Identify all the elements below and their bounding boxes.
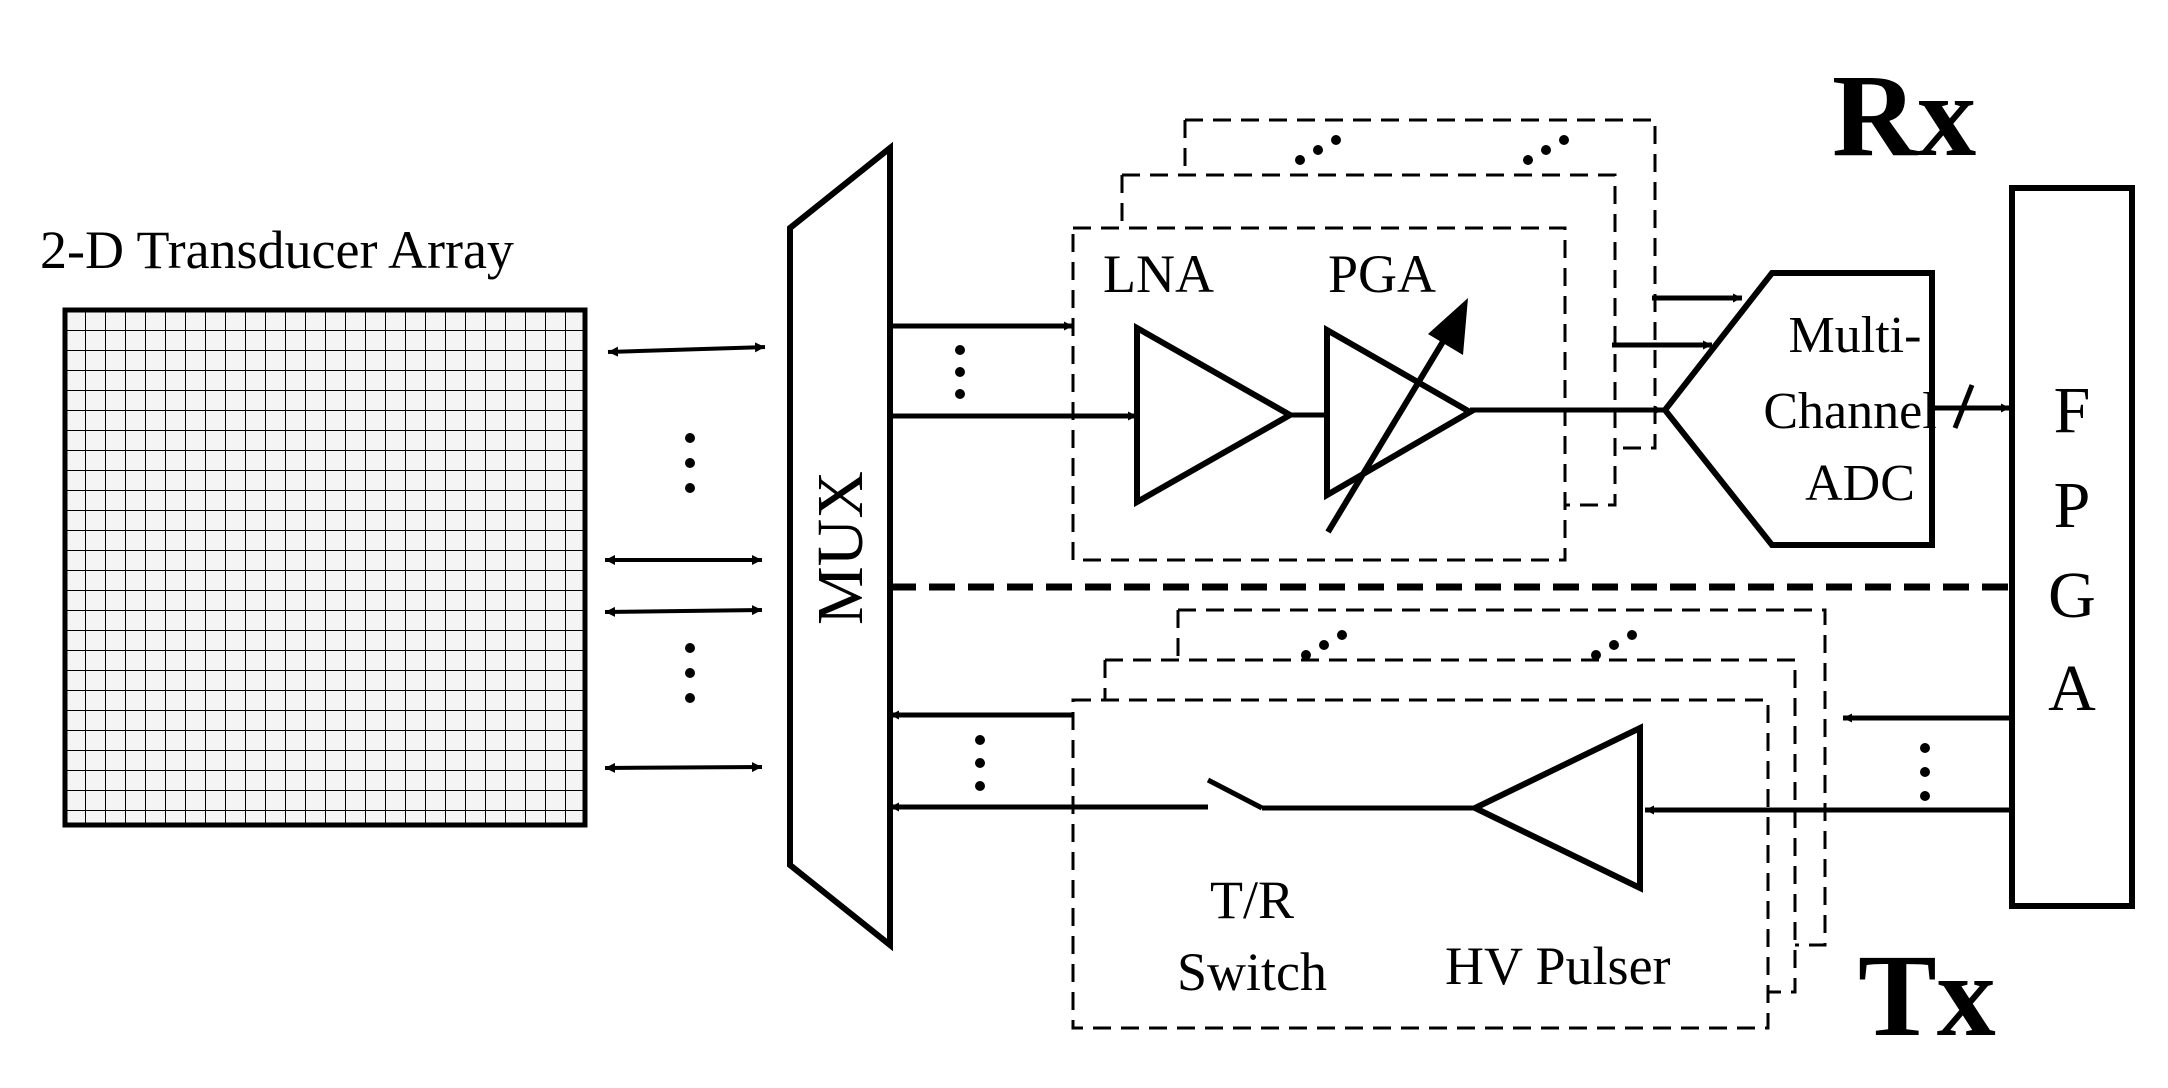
array-ellipsis <box>685 433 695 703</box>
tr-switch <box>1206 777 1264 811</box>
tx-channel-box-front <box>1071 698 1770 1030</box>
fpga-letter-a: A <box>2048 652 2096 725</box>
adc-label-line1: Multi- <box>1789 307 1922 364</box>
bidir-arrow-3 <box>604 605 763 617</box>
tx-label: Tx <box>1858 930 1996 1061</box>
fpga-letter-p: P <box>2054 469 2091 542</box>
mux-block <box>787 141 893 952</box>
tx-mux-ellipsis <box>975 735 985 791</box>
tx-channel-stack <box>1071 608 1827 1030</box>
tx-channel-box-back <box>1176 608 1827 947</box>
rx-channel-box-front <box>1071 226 1567 562</box>
mux-rx-arrows <box>890 321 1137 421</box>
bidir-arrow-4 <box>604 762 763 773</box>
fpga-letter-g: G <box>2048 559 2096 632</box>
rx-channel-box-middle <box>1120 173 1617 507</box>
mux-rx-ellipsis <box>955 345 965 399</box>
rx-channel-box-back <box>1183 118 1657 450</box>
rx-channel-stack <box>1071 118 1657 562</box>
lna-amplifier <box>1134 322 1297 508</box>
rx-stack-ellipsis <box>1295 135 1569 165</box>
fpga-letter-f: F <box>2054 374 2091 447</box>
hv-pulser-amplifier <box>1468 723 1643 893</box>
lna-label: LNA <box>1103 244 1214 304</box>
fpga-tx-ellipsis <box>1920 743 1930 801</box>
array-mux-arrows <box>604 342 766 773</box>
tr-switch-label-line2: Switch <box>1177 942 1327 1002</box>
rx-label: Rx <box>1832 50 1976 181</box>
adc-label-line3: ADC <box>1805 455 1915 512</box>
pga-label: PGA <box>1328 244 1436 304</box>
mux-label: MUX <box>804 471 877 625</box>
bus-slash <box>1952 384 1975 429</box>
tr-switch-label-line1: T/R <box>1210 870 1294 930</box>
bidir-arrow-1 <box>607 342 766 357</box>
transducer-array <box>62 307 588 828</box>
fpga-block <box>2009 185 2135 909</box>
tx-channel-box-middle <box>1103 658 1797 994</box>
array-title: 2-D Transducer Array <box>40 220 514 280</box>
hv-pulser-label: HV Pulser <box>1445 936 1671 996</box>
adc-label-line2: Channel <box>1763 383 1936 440</box>
tx-stack-ellipsis <box>1301 630 1637 660</box>
pga-variable-gain-arrow <box>1325 298 1468 534</box>
